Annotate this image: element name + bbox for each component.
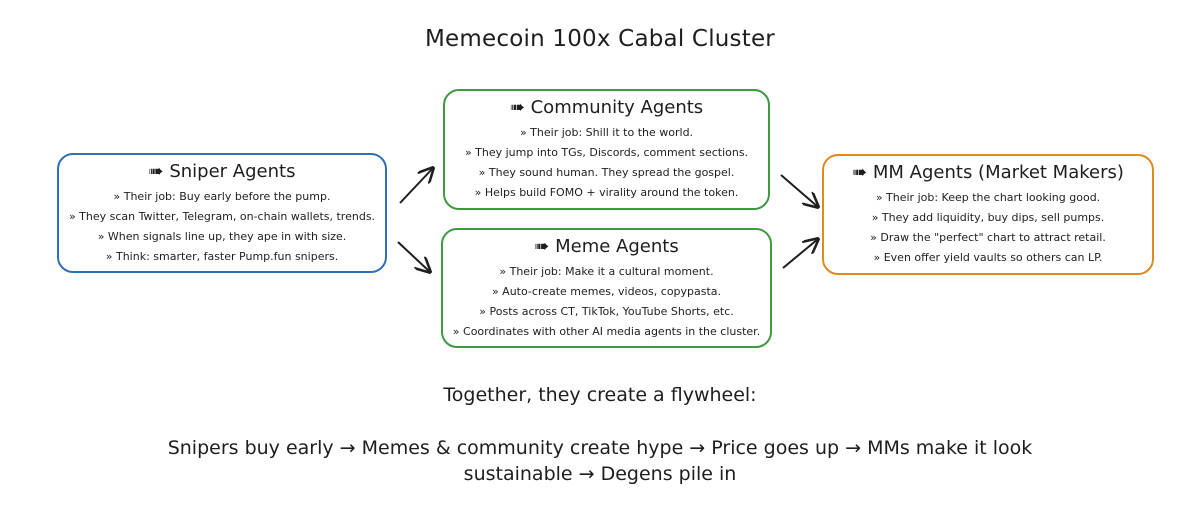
mm-agents-line: » Draw the "perfect" chart to attract re… — [870, 231, 1106, 244]
community-agents-title: ➠ Community Agents — [509, 97, 704, 118]
community-agents-line: » Helps build FOMO + virality around the… — [474, 186, 739, 199]
flywheel-flow: Snipers buy early → Memes & community cr… — [0, 435, 1200, 487]
meme-agents-box: ➠ Meme Agents » Their job: Make it a cul… — [441, 228, 772, 348]
sniper-agents-title: ➠ Sniper Agents — [148, 161, 296, 182]
diagram-title: Memecoin 100x Cabal Cluster — [425, 26, 775, 52]
sniper-agents-line: » They scan Twitter, Telegram, on-chain … — [68, 210, 376, 223]
community-agents-line: » Their job: Shill it to the world. — [519, 126, 694, 139]
mm-agents-line: » They add liquidity, buy dips, sell pum… — [871, 211, 1105, 224]
arrow-sniper-to-community — [399, 168, 433, 204]
meme-agents-line: » Posts across CT, TikTok, YouTube Short… — [479, 305, 734, 318]
meme-agents-line: » Auto-create memes, videos, copypasta. — [491, 285, 722, 298]
sniper-agents-line: » Their job: Buy early before the pump. — [113, 190, 331, 203]
community-agents-box: ➠ Community Agents » Their job: Shill it… — [443, 89, 770, 210]
flywheel-flow-line: sustainable → Degens pile in — [463, 463, 737, 485]
mm-agents-line: » Their job: Keep the chart looking good… — [875, 191, 1101, 204]
meme-agents-line: » Coordinates with other AI media agents… — [452, 325, 761, 338]
meme-agents-title: ➠ Meme Agents — [534, 236, 679, 257]
flywheel-lead: Together, they create a flywheel: — [443, 384, 757, 406]
arrow-meme-to-mm — [782, 239, 818, 269]
flywheel-flow-line: Snipers buy early → Memes & community cr… — [167, 437, 1033, 459]
sniper-agents-line: » Think: smarter, faster Pump.fun sniper… — [105, 250, 339, 263]
mm-agents-box: ➠ MM Agents (Market Makers) » Their job:… — [822, 154, 1154, 275]
mm-agents-title: ➠ MM Agents (Market Makers) — [852, 162, 1124, 183]
arrow-sniper-to-meme — [397, 241, 430, 272]
arrow-community-to-mm — [780, 174, 818, 207]
sniper-agents-line: » When signals line up, they ape in with… — [97, 230, 347, 243]
community-agents-line: » They sound human. They spread the gosp… — [478, 166, 735, 179]
meme-agents-line: » Their job: Make it a cultural moment. — [499, 265, 714, 278]
sniper-agents-box: ➠ Sniper Agents » Their job: Buy early b… — [57, 153, 387, 273]
community-agents-line: » They jump into TGs, Discords, comment … — [464, 146, 749, 159]
mm-agents-line: » Even offer yield vaults so others can … — [873, 251, 1103, 264]
